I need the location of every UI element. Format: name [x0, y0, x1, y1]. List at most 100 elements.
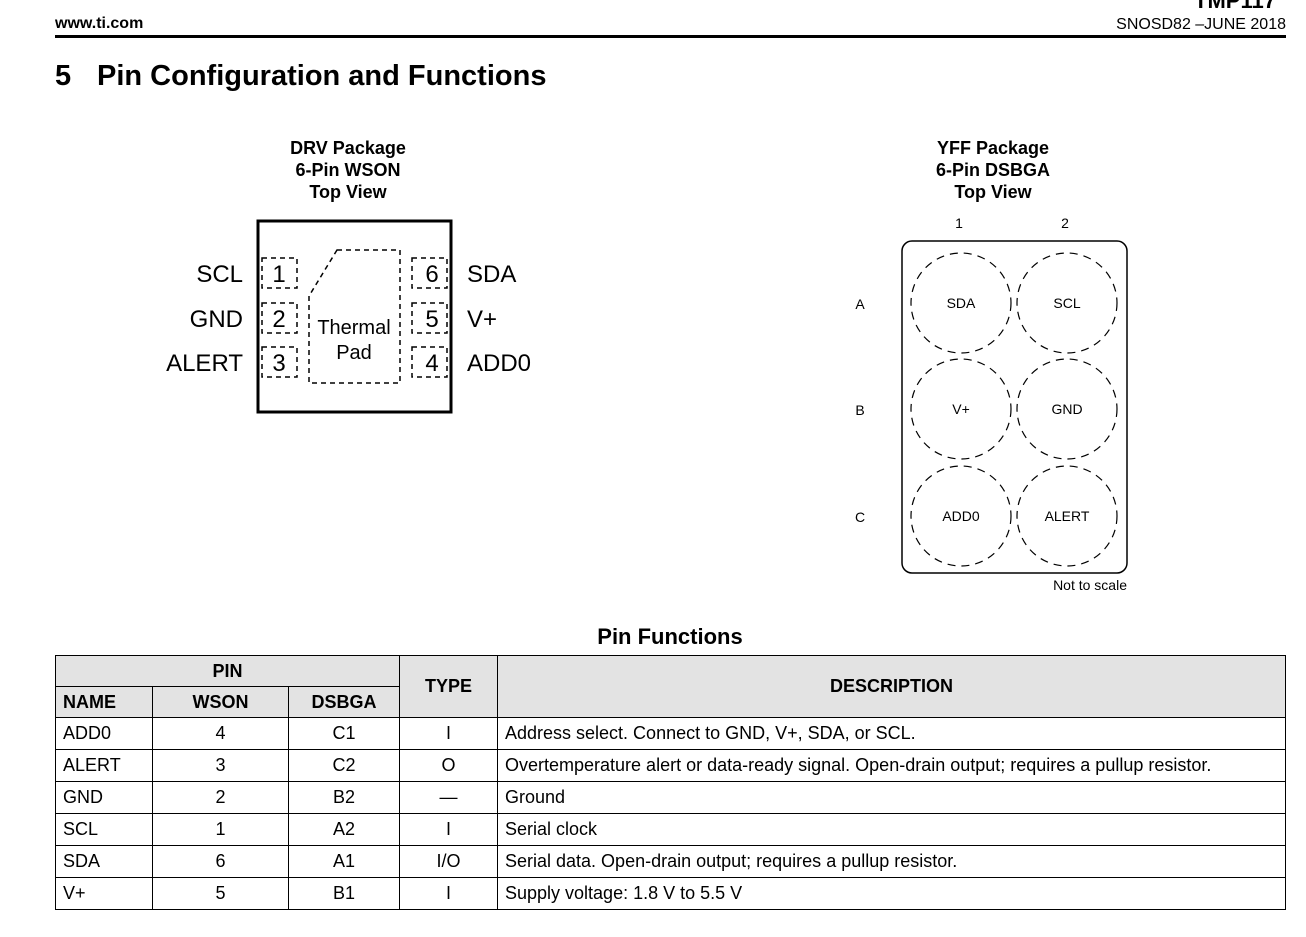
site-link[interactable]: www.ti.com: [55, 15, 144, 32]
section-number: 5: [55, 60, 72, 92]
yff-caption-line: YFF Package: [936, 138, 1050, 158]
table-row: SDA 6 A1 I/O Serial data. Open-drain out…: [55, 845, 1286, 878]
document-id: SNOSD82 –JUNE 2018: [1116, 16, 1286, 33]
dsbga-cell: C1: [288, 717, 400, 750]
table-title: Pin Functions: [597, 624, 743, 649]
ball-a1: [910, 252, 1012, 354]
wson-cell: 2: [152, 781, 289, 814]
wson-cell: 4: [152, 717, 289, 750]
description-header: DESCRIPTION: [497, 655, 1286, 718]
table-row: ADD0 4 C1 I Address select. Connect to G…: [55, 717, 1286, 750]
column-label: 2: [1061, 215, 1069, 231]
pin-pad-3: [261, 346, 298, 378]
description-cell: Supply voltage: 1.8 V to 5.5 V: [497, 877, 1286, 910]
pin-number: 2: [272, 306, 285, 333]
column-label: 1: [955, 215, 963, 231]
pin-pad-1: [261, 257, 298, 289]
scale-note: Not to scale: [1053, 577, 1127, 593]
dsbga-header: DSBGA: [288, 686, 400, 718]
description-cell: Overtemperature alert or data-ready sign…: [497, 749, 1286, 782]
type-cell: I: [399, 877, 498, 910]
pin-pad-4: [411, 346, 448, 378]
type-header: TYPE: [399, 655, 498, 718]
description-cell: Ground: [497, 781, 1286, 814]
section-title: 5 Pin Configuration and Functions: [55, 60, 546, 93]
drv-package-diagram: Thermal Pad 1 2 3 6 5 4 SCL GND ALERT SD…: [166, 219, 531, 414]
drv-package-caption: DRV Package 6-Pin WSON Top View: [248, 137, 448, 203]
pin-number: 4: [425, 350, 438, 377]
ball-label: GND: [1051, 401, 1082, 417]
table-row: GND 2 B2 — Ground: [55, 781, 1286, 814]
row-label: C: [855, 509, 865, 525]
type-cell: I: [399, 813, 498, 846]
dsbga-cell: A1: [288, 845, 400, 878]
description-cell: Serial data. Open-drain output; requires…: [497, 845, 1286, 878]
yff-caption-line: Top View: [954, 182, 1032, 202]
pin-diagrams: Thermal Pad 1 2 3 6 5 4 SCL GND ALERT SD…: [166, 215, 1128, 593]
pin-group-header: PIN: [55, 655, 400, 687]
thermal-pad-label: Pad: [336, 342, 372, 364]
drv-caption-line: 6-Pin WSON: [295, 160, 401, 180]
ball-a2: [1016, 252, 1118, 354]
pin-pad-2: [261, 302, 298, 334]
thermal-pad-label: Thermal: [317, 317, 390, 339]
ball-c2: [1016, 465, 1118, 567]
yff-caption-line: 6-Pin DSBGA: [935, 160, 1050, 180]
pin-name-cell: V+: [55, 877, 153, 910]
ball-label: SCL: [1053, 295, 1080, 311]
dsbga-cell: A2: [288, 813, 400, 846]
pin-number: 3: [272, 350, 285, 377]
document-part-number: TMP117: [1194, 0, 1276, 13]
yff-package-caption: YFF Package 6-Pin DSBGA Top View: [893, 137, 1093, 203]
dsbga-cell: C2: [288, 749, 400, 782]
pin-name: GND: [190, 306, 243, 333]
type-cell: O: [399, 749, 498, 782]
yff-package-diagram: 1 2 A B C SDA SCL V+ GND ADD0 ALERT Not …: [855, 215, 1128, 593]
thermal-pad-outline: [308, 249, 401, 384]
row-label: A: [855, 296, 865, 312]
wson-cell: 6: [152, 845, 289, 878]
description-cell: Serial clock: [497, 813, 1286, 846]
pin-pad-5: [411, 302, 448, 334]
pin-functions-table: PIN TYPE DESCRIPTION NAME WSON DSBGA ADD…: [55, 655, 1286, 910]
drv-caption-line: Top View: [309, 182, 387, 202]
yff-package-outline: [901, 240, 1128, 574]
ball-b1: [910, 358, 1012, 460]
table-row: ALERT 3 C2 O Overtemperature alert or da…: [55, 749, 1286, 782]
pin-name-cell: ADD0: [55, 717, 153, 750]
ball-c1: [910, 465, 1012, 567]
type-cell: I: [399, 717, 498, 750]
pin-name-cell: ALERT: [55, 749, 153, 782]
wson-cell: 3: [152, 749, 289, 782]
type-cell: —: [399, 781, 498, 814]
name-header: NAME: [55, 686, 153, 718]
ball-label: ALERT: [1045, 508, 1090, 524]
pin-name-cell: SCL: [55, 813, 153, 846]
pin-name: SDA: [467, 261, 516, 288]
ball-b2: [1016, 358, 1118, 460]
drv-package-outline: [256, 219, 453, 414]
pin-name: SCL: [196, 261, 243, 288]
wson-cell: 5: [152, 877, 289, 910]
pin-pad-6: [411, 257, 448, 289]
pin-number: 6: [425, 261, 438, 288]
description-cell: Address select. Connect to GND, V+, SDA,…: [497, 717, 1286, 750]
wson-cell: 1: [152, 813, 289, 846]
table-header-row: NAME WSON DSBGA: [55, 686, 1286, 718]
pin-name-cell: GND: [55, 781, 153, 814]
header-rule: [55, 35, 1286, 38]
dsbga-cell: B2: [288, 781, 400, 814]
ball-label: SDA: [947, 295, 976, 311]
type-cell: I/O: [399, 845, 498, 878]
pin-name-cell: SDA: [55, 845, 153, 878]
section-title-text: Pin Configuration and Functions: [97, 60, 547, 92]
table-header-row: PIN TYPE DESCRIPTION: [55, 655, 1286, 718]
pin-number: 1: [272, 261, 285, 288]
drv-caption-line: DRV Package: [290, 138, 406, 158]
pin-name: ALERT: [166, 350, 243, 377]
wson-header: WSON: [152, 686, 289, 718]
pin-name: V+: [467, 306, 497, 333]
table-row: V+ 5 B1 I Supply voltage: 1.8 V to 5.5 V: [55, 877, 1286, 910]
row-label: B: [855, 402, 864, 418]
dsbga-cell: B1: [288, 877, 400, 910]
